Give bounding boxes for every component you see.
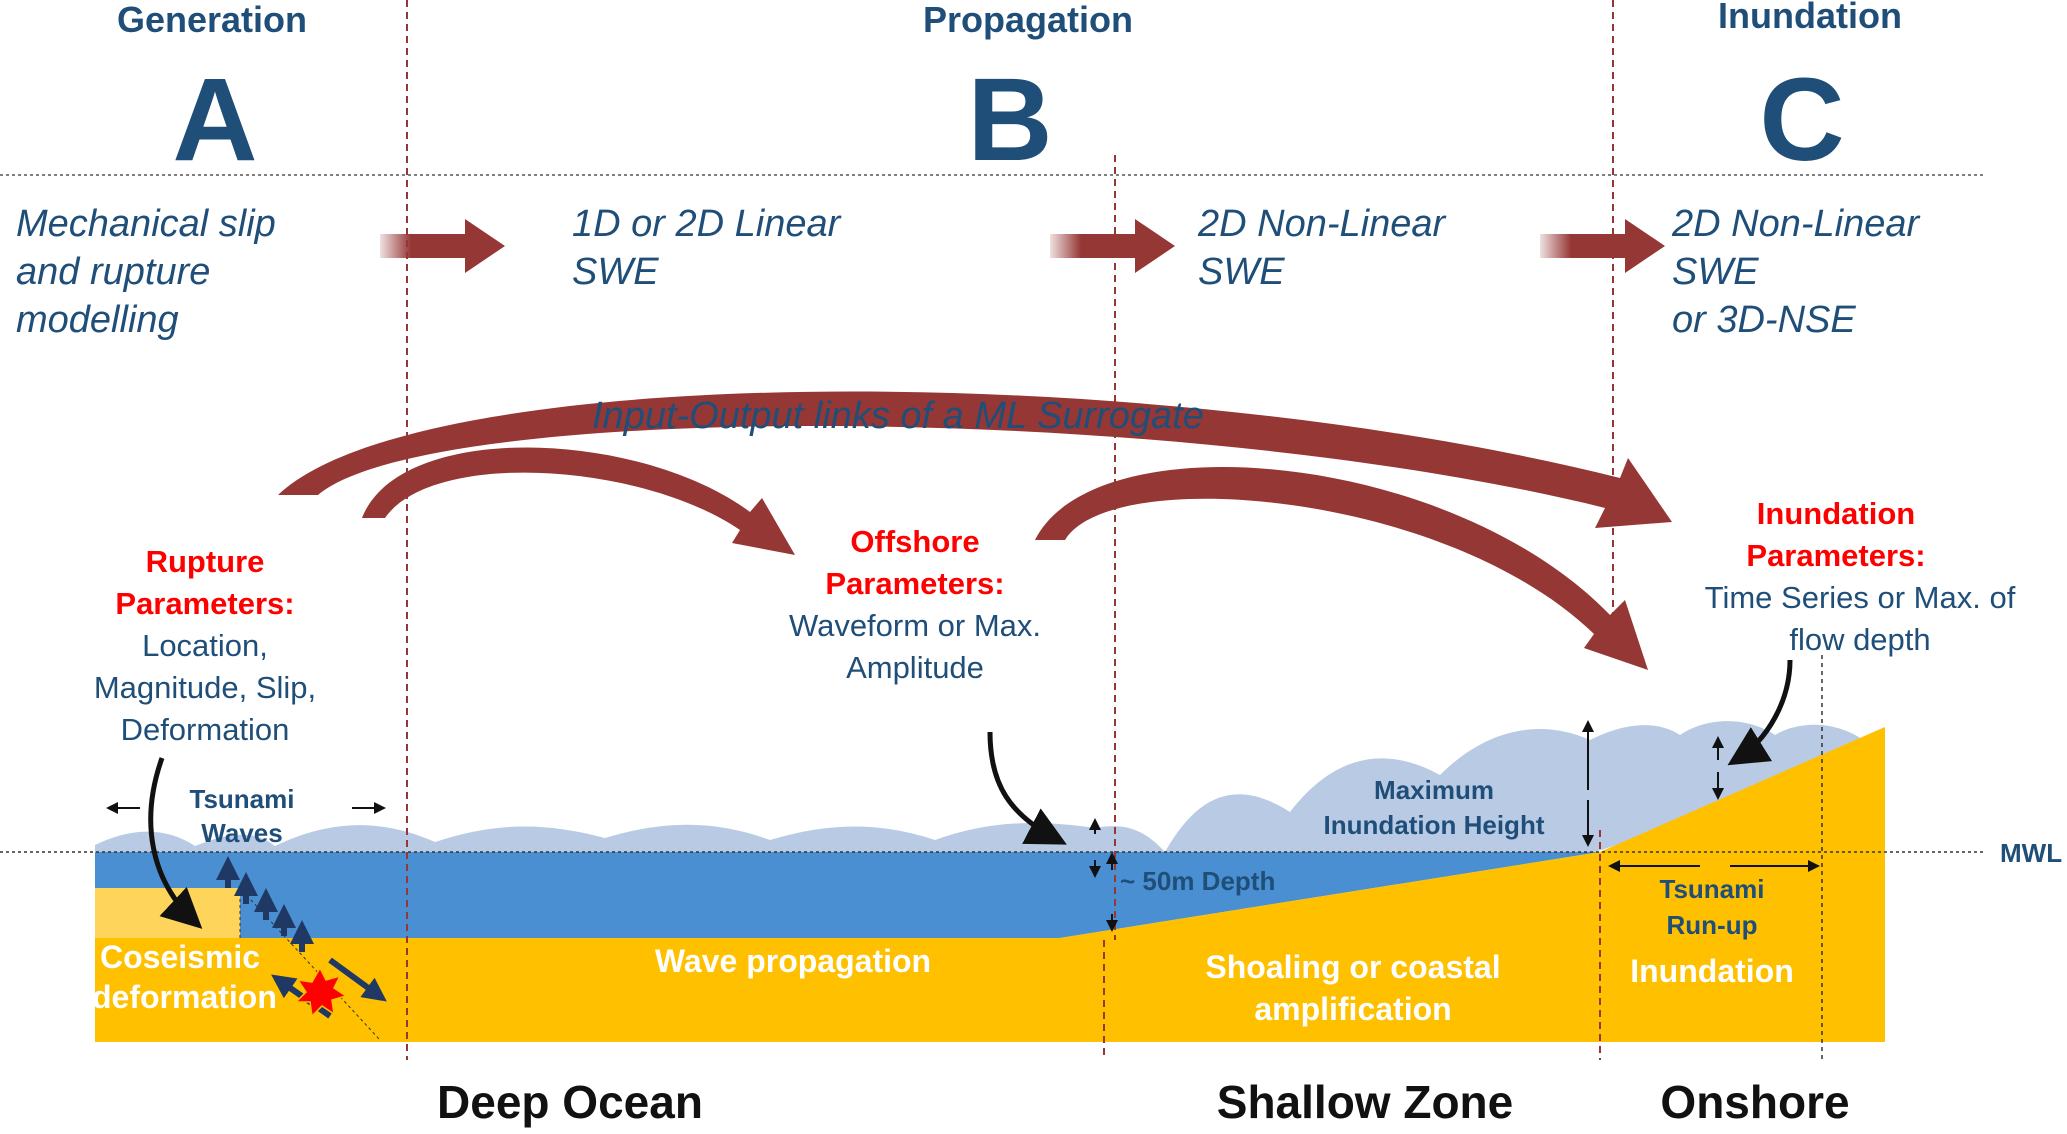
coseismic-label-1: Coseismic bbox=[100, 939, 260, 975]
curved-arrow-rupture-to-offshore bbox=[362, 447, 795, 555]
inundation-params-head-1: Inundation bbox=[1757, 496, 1915, 531]
inundation-params-head-2: Parameters: bbox=[1746, 538, 1925, 573]
flow-arrow-1 bbox=[380, 219, 505, 273]
model-linear-line1: 1D or 2D Linear bbox=[572, 203, 842, 245]
rupture-params-body-2: Magnitude, Slip, bbox=[94, 670, 316, 705]
model-linear-line2: SWE bbox=[572, 251, 659, 293]
rupture-params-body-1: Location, bbox=[142, 628, 268, 663]
model-nonlinear-line2: SWE bbox=[1198, 251, 1285, 293]
pointer-offshore-arrow bbox=[987, 731, 1067, 845]
zone-dividers bbox=[406, 0, 1614, 1060]
depth-label: ~ 50m Depth bbox=[1120, 866, 1275, 896]
slip-arrow-down bbox=[328, 957, 387, 1002]
max-inundation-label-2: Inundation Height bbox=[1324, 810, 1545, 840]
tsunami-waves-label-2: Waves bbox=[201, 818, 282, 848]
model-rupture-line1: Mechanical slip bbox=[16, 203, 276, 245]
model-rupture-line2: and rupture bbox=[16, 251, 210, 293]
curved-arrow-rupture-to-inundation bbox=[278, 391, 1672, 528]
pointer-rupture-arrow bbox=[148, 757, 203, 929]
offshore-params-body-1: Waveform or Max. bbox=[789, 608, 1041, 643]
inundation-zone-label: Inundation bbox=[1630, 953, 1794, 989]
tsunami-wave-surface bbox=[95, 721, 1880, 852]
phase-title-inundation: Inundation bbox=[1718, 0, 1902, 36]
shoaling-label-2: amplification bbox=[1254, 991, 1451, 1027]
uplift-arrows bbox=[216, 856, 314, 952]
model-flow-arrows bbox=[380, 219, 1665, 273]
tsunami-waves-label-1: Tsunami bbox=[190, 784, 295, 814]
hypocentre-burst-icon bbox=[294, 966, 348, 1018]
runup-label-1: Tsunami bbox=[1660, 874, 1765, 904]
runup-label-2: Run-up bbox=[1667, 910, 1758, 940]
ml-surrogate-arrows bbox=[278, 391, 1672, 670]
zone-deep-ocean: Deep Ocean bbox=[437, 1076, 703, 1128]
offshore-params-head-2: Parameters: bbox=[825, 566, 1004, 601]
coseismic-uplift-block bbox=[95, 888, 240, 938]
shoaling-label-1: Shoaling or coastal bbox=[1205, 949, 1500, 985]
phase-title-generation: Generation bbox=[117, 0, 307, 40]
model-rupture-line3: modelling bbox=[16, 299, 179, 341]
seafloor-and-land bbox=[95, 727, 1885, 1042]
measurement-arrows bbox=[106, 720, 1820, 932]
phase-letter-c: C bbox=[1759, 54, 1844, 186]
model-onshore-line1: 2D Non-Linear bbox=[1671, 203, 1920, 245]
zone-shallow: Shallow Zone bbox=[1217, 1076, 1513, 1128]
ocean-water bbox=[95, 852, 1600, 938]
offshore-params-head-1: Offshore bbox=[850, 524, 979, 559]
phase-letter-a: A bbox=[172, 54, 257, 186]
ml-surrogate-label: Input-Output links of a ML Surrogate bbox=[592, 395, 1204, 437]
pointer-arrows bbox=[148, 659, 1793, 929]
coseismic-label-2: deformation bbox=[92, 979, 277, 1015]
mwl-label: MWL bbox=[2000, 838, 2062, 868]
phase-title-propagation: Propagation bbox=[923, 0, 1133, 40]
rupture-params-body-3: Deformation bbox=[121, 712, 290, 747]
zone-onshore: Onshore bbox=[1660, 1076, 1849, 1128]
rupture-params-head-2: Parameters: bbox=[115, 586, 294, 621]
wave-propagation-label: Wave propagation bbox=[655, 943, 931, 979]
flow-arrow-3 bbox=[1540, 219, 1665, 273]
inundation-params-body-1: Time Series or Max. of bbox=[1705, 580, 2016, 615]
pointer-inundation-arrow bbox=[1727, 659, 1793, 766]
phase-letter-b: B bbox=[967, 54, 1052, 186]
offshore-params-body-2: Amplitude bbox=[846, 650, 984, 685]
flow-arrow-2 bbox=[1050, 219, 1175, 273]
inundation-params-body-2: flow depth bbox=[1789, 622, 1930, 657]
rupture-params-head-1: Rupture bbox=[146, 544, 265, 579]
max-inundation-label-1: Maximum bbox=[1374, 775, 1494, 805]
model-onshore-line3: or 3D-NSE bbox=[1672, 299, 1856, 341]
model-onshore-line2: SWE bbox=[1672, 251, 1759, 293]
model-nonlinear-line1: 2D Non-Linear bbox=[1197, 203, 1446, 245]
curved-arrow-offshore-to-inundation bbox=[1035, 467, 1648, 670]
